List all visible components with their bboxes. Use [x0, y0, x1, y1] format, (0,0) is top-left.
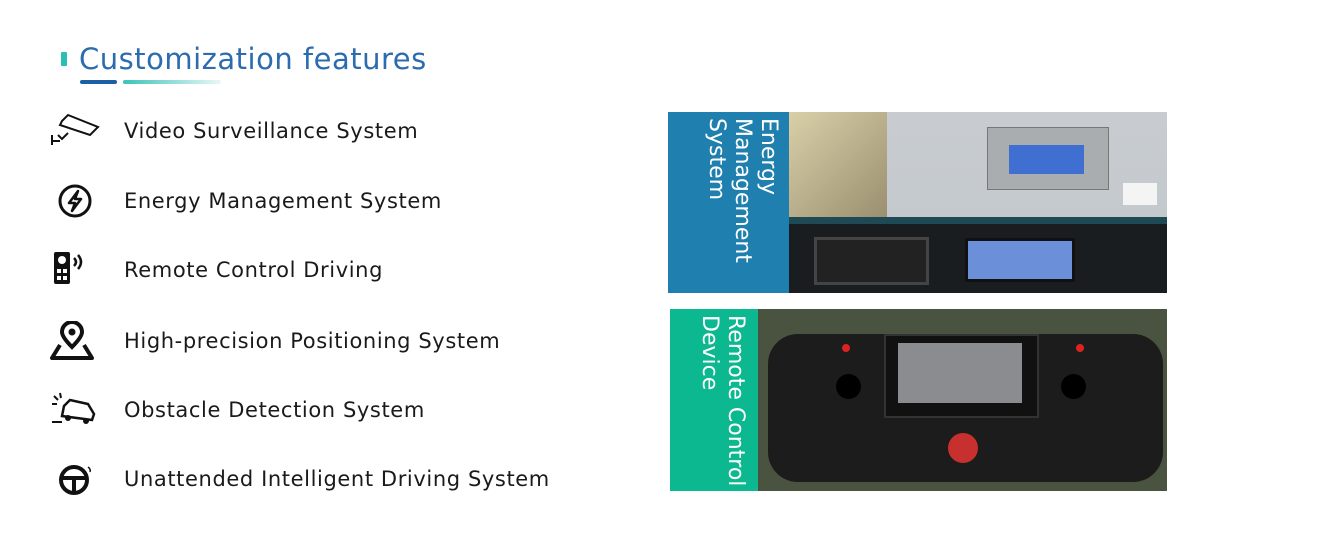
feature-item: High-precision Positioning System: [48, 321, 500, 361]
location-pin-icon: [48, 321, 100, 361]
title-underline: [80, 80, 117, 84]
panel-label: Remote Control Device: [670, 309, 758, 491]
lightning-circle-icon: [48, 181, 100, 221]
car-collision-icon: [48, 390, 100, 430]
feature-item: Obstacle Detection System: [48, 390, 425, 430]
feature-item: Unattended Intelligent Driving System: [48, 459, 550, 499]
feature-item: Remote Control Driving: [48, 250, 383, 290]
feature-item: Energy Management System: [48, 181, 442, 221]
camera-icon: [48, 111, 100, 151]
steering-wheel-icon: [48, 459, 100, 499]
energy-management-photo: [789, 112, 1167, 293]
panel-label: Energy Management System: [668, 112, 789, 293]
remote-control-panel: Remote Control Device: [670, 309, 1167, 491]
title-underline-gradient: [123, 80, 221, 84]
heading-marker: [61, 52, 67, 66]
feature-item: Video Surveillance System: [48, 111, 418, 151]
page-title: Customization features: [79, 42, 427, 76]
remote-control-icon: [48, 250, 100, 290]
remote-control-photo: [758, 309, 1167, 491]
energy-management-panel: Energy Management System: [668, 112, 1167, 293]
